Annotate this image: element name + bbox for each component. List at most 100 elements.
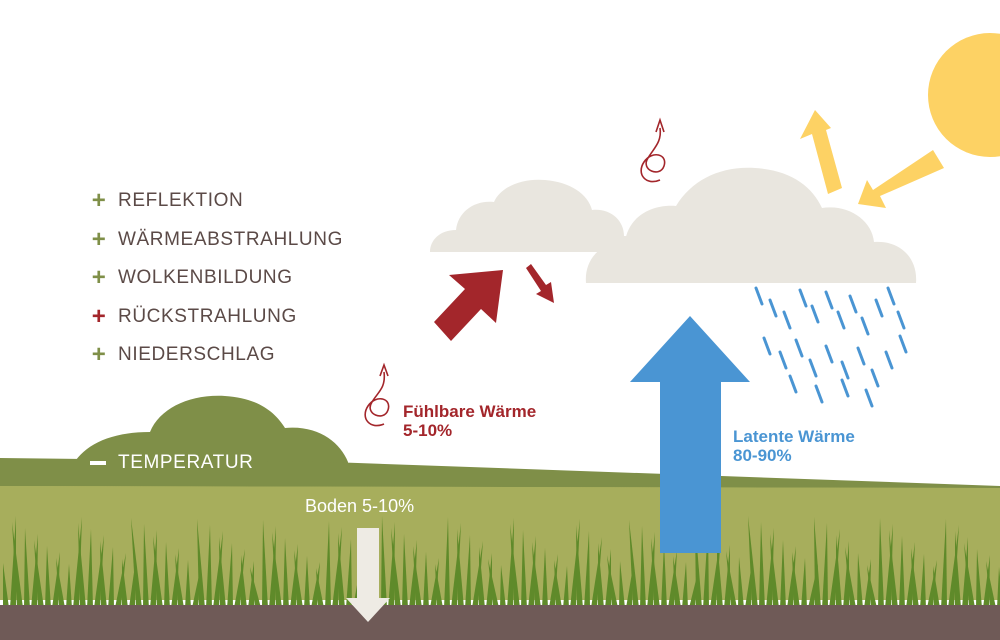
grass-blade	[745, 563, 752, 608]
grass-blade	[479, 547, 485, 608]
grass-blade	[673, 556, 681, 608]
rain-drop	[808, 358, 818, 378]
legend-item: + NIEDERSCHLAG	[88, 336, 343, 375]
grass-blade	[997, 567, 1000, 608]
grass-blade	[845, 547, 856, 608]
grass-blade	[346, 539, 352, 608]
rain-drop	[884, 350, 894, 370]
grass-blade	[488, 559, 499, 608]
plus-icon: +	[91, 187, 107, 215]
grass-blade	[197, 519, 205, 608]
grass-blade	[444, 517, 450, 608]
grass-blade	[878, 518, 884, 608]
heat-squiggle-icon-top	[640, 117, 666, 183]
grass-blade	[554, 560, 562, 608]
grass-blade	[269, 526, 276, 608]
rain-drop	[762, 336, 772, 356]
grass-blade	[115, 553, 126, 608]
grass-blade	[108, 547, 114, 608]
legend-label: RÜCKSTRAHLUNG	[118, 305, 297, 327]
grass-blade	[52, 552, 60, 608]
sensible-heat-value: 5-10%	[403, 421, 453, 440]
feedback-legend: + REFLEKTION + WÄRMEABSTRAHLUNG +WOLKENBILDU…	[88, 182, 343, 375]
grass-blade	[185, 560, 191, 608]
grass-blade	[661, 544, 667, 608]
grass-blade	[927, 560, 937, 608]
sensible-heat-arrow-large	[434, 270, 503, 341]
latent-heat-arrow	[630, 316, 750, 553]
grass-blade	[570, 519, 580, 608]
grass-blade	[607, 555, 618, 608]
hill	[70, 395, 348, 470]
minus-icon	[90, 461, 106, 465]
grass-blade	[584, 531, 590, 608]
legend-label: REFLEKTION	[118, 190, 244, 212]
grass-blade	[591, 537, 602, 608]
latent-heat-value: 80-90%	[733, 446, 792, 465]
grass-blade	[388, 522, 395, 608]
grass-blade	[272, 532, 282, 608]
grass-blade	[100, 541, 107, 608]
grass-blade	[822, 523, 828, 608]
plus-icon: +	[91, 264, 107, 292]
grass-blade	[766, 528, 774, 608]
rain-drop	[870, 368, 880, 388]
grass-blade	[510, 524, 520, 608]
grass-blade	[911, 548, 919, 608]
grass-blade	[122, 559, 128, 608]
grass-blade	[640, 526, 646, 608]
legend-item: +RÜCKSTRAHLUNG	[88, 298, 343, 337]
legend-label: NIEDERSCHLAG	[118, 344, 276, 366]
grass-blade	[976, 549, 982, 608]
sun-icon	[928, 33, 1000, 157]
large-cloud	[585, 167, 917, 283]
grass-blade	[920, 554, 926, 608]
grass-blade	[234, 549, 245, 608]
grass-blade	[964, 543, 975, 608]
plus-icon: +	[91, 225, 107, 253]
legend-item: + REFLEKTION	[88, 182, 343, 221]
rain-drop	[768, 298, 778, 318]
grass-blade	[325, 521, 331, 608]
legend-item: +WOLKENBILDUNG	[88, 259, 343, 298]
rain-drop	[788, 374, 798, 394]
grass-blade	[283, 538, 289, 608]
grass-blade	[738, 557, 744, 608]
grass-blade	[153, 536, 163, 608]
legend-label: WÄRMEABSTRAHLUNG	[118, 228, 343, 250]
grass-blade	[843, 541, 849, 608]
rain-drop	[886, 286, 896, 306]
grass-blade	[213, 531, 223, 608]
grass-blade	[780, 540, 786, 608]
grass-blade	[885, 524, 893, 608]
grass-blade	[402, 534, 408, 608]
grass-blade	[500, 565, 506, 608]
rain-drop	[898, 334, 908, 354]
grass-blade	[521, 530, 527, 608]
grass-blade	[955, 531, 961, 608]
grass-blade	[542, 548, 548, 608]
grass-blade	[413, 546, 422, 608]
latent-heat-label: Latente Wärme 80-90%	[733, 427, 855, 465]
grass-blade	[206, 525, 212, 608]
grass-blade	[986, 561, 996, 608]
grass-blade	[770, 534, 779, 608]
rain-drop	[860, 316, 870, 336]
rain-drop	[864, 388, 874, 408]
grass-blade	[792, 552, 800, 608]
grass-blade	[651, 538, 660, 608]
grass-blade	[78, 523, 86, 608]
rain-drop	[782, 310, 792, 330]
grass-blade	[227, 543, 233, 608]
grass-blade	[948, 525, 959, 608]
plus-icon: +	[91, 341, 107, 369]
grass-blade	[605, 549, 611, 608]
rain-drop	[836, 310, 846, 330]
temperature-legend-item: TEMPERATUR	[90, 452, 253, 474]
grass-blade	[576, 525, 583, 608]
grass-blade	[45, 546, 51, 608]
rain-drop	[824, 344, 834, 364]
sensible-heat-title: Fühlbare Wärme	[403, 402, 537, 421]
grass	[0, 516, 1000, 609]
